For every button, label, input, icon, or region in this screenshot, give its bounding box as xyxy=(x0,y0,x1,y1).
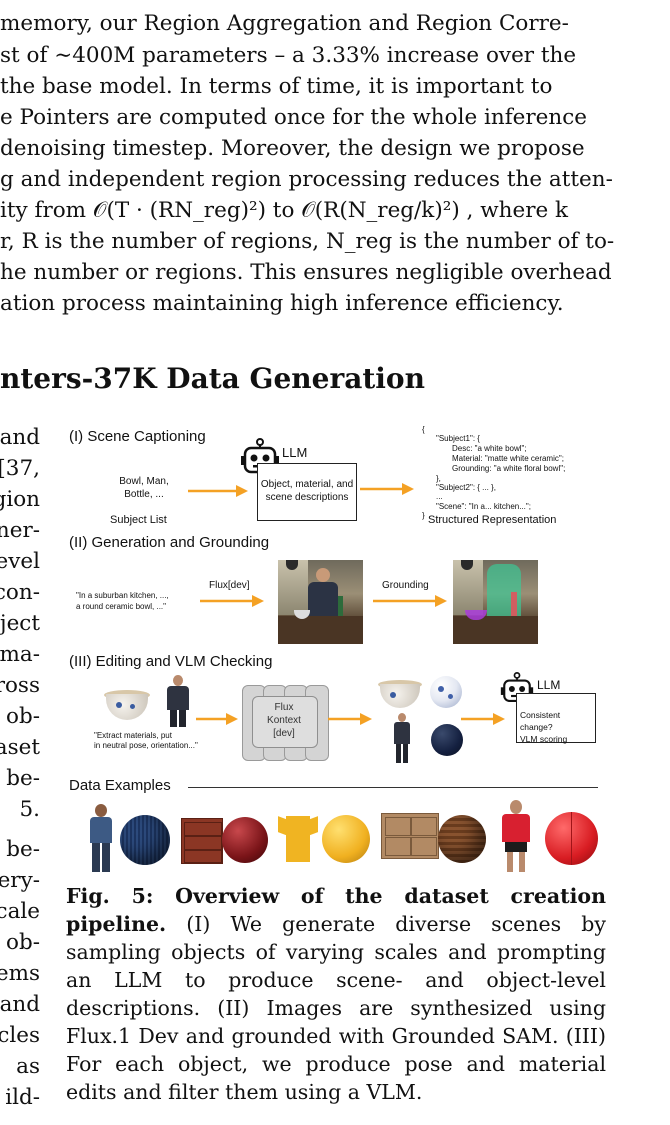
left-fragment: ner- xyxy=(0,518,40,543)
cut-off-line xyxy=(70,1113,610,1123)
generated-kitchen-image xyxy=(278,560,363,644)
caption-label: Fig. 5: Overview of the dataset creation… xyxy=(66,884,606,936)
example-sphere-red xyxy=(545,812,598,865)
flux-kontext-stack: Flux Kontext [dev] xyxy=(242,685,329,761)
stage3-llm-label: LLM xyxy=(537,678,561,692)
left-fragment: ject xyxy=(0,611,40,636)
arrow-icon xyxy=(360,483,414,495)
left-fragment: ob- xyxy=(6,704,40,729)
body-line-10: ation process maintaining high inference… xyxy=(0,291,564,316)
stage1-llm-box: Object, material, and scene descriptions xyxy=(257,463,357,521)
struct-line: }, xyxy=(436,474,441,483)
left-fragment: ems xyxy=(0,961,40,986)
left-fragment: ery- xyxy=(0,868,40,893)
left-fragment: cale xyxy=(0,899,40,924)
example-shirt-image xyxy=(278,816,318,862)
example-footballer-image xyxy=(498,800,534,872)
left-fragment: 5. xyxy=(19,797,40,822)
body-line-4: e Pointers are computed once for the who… xyxy=(0,105,588,130)
arrow-icon xyxy=(200,595,264,607)
example-sphere-wood xyxy=(438,815,486,863)
left-fragment: evel xyxy=(0,549,40,574)
left-fragment: and xyxy=(0,425,40,450)
left-fragment: ross xyxy=(0,673,40,698)
left-fragment: gion xyxy=(0,487,40,512)
kontext-label: Flux Kontext [dev] xyxy=(267,702,301,739)
body-line-8: r, R is the number of regions, N_reg is … xyxy=(0,229,615,254)
example-drawer-image xyxy=(181,818,223,864)
left-fragment: cles xyxy=(0,1023,40,1048)
left-fragment: [37, xyxy=(0,456,40,481)
struct-line: ... xyxy=(436,492,443,501)
left-fragment: be- xyxy=(6,837,40,862)
left-fragment: con- xyxy=(0,580,40,605)
example-man-image xyxy=(88,804,114,872)
stage3-prompt: "Extract materials, put in neutral pose,… xyxy=(94,731,198,750)
navy-sphere-image xyxy=(431,724,463,756)
body-line-3: the base model. In terms of time, it is … xyxy=(0,74,553,99)
stage3-llm-box-text: Consistent change? VLM scoring xyxy=(520,710,568,744)
stage3-llm-box: Consistent change? VLM scoring xyxy=(516,693,596,744)
stage2-title: (II) Generation and Grounding xyxy=(69,534,270,551)
section-heading: nters-37K Data Generation xyxy=(0,362,425,395)
posed-man-image xyxy=(392,713,412,763)
left-fragment: ild- xyxy=(5,1085,40,1110)
examples-label: Data Examples xyxy=(69,777,171,794)
struct-line: { xyxy=(422,425,425,434)
left-fragment: ma- xyxy=(0,642,40,667)
structured-label: Structured Representation xyxy=(428,514,557,526)
struct-line: } xyxy=(422,511,425,520)
example-sphere-yellow xyxy=(322,815,370,863)
subject-list-label: Subject List xyxy=(110,514,167,526)
body-line-9: he number or regions. This ensures negli… xyxy=(0,260,612,285)
left-column-fragments: and [37, gion ner- evel con- ject ma- ro… xyxy=(0,425,40,1125)
body-line-6: g and independent region processing redu… xyxy=(0,167,613,192)
left-fragment: be- xyxy=(6,766,40,791)
struct-line: "Scene": "In a... kitchen..."; xyxy=(436,502,531,511)
body-line-7: ity from 𝒪(T · (RN_reg)²) to 𝒪(R(N_reg/k… xyxy=(0,198,569,223)
man-image xyxy=(163,675,193,727)
struct-line: "Subject1": { xyxy=(436,434,480,443)
stage2-prompt: "In a suburban kitchen, ..., a round cer… xyxy=(76,591,169,611)
structured-representation: { "Subject1": { Desc: "a white bowl"; Ma… xyxy=(422,425,602,520)
example-cabinet-image xyxy=(381,813,439,859)
struct-line: Material: "matte white ceramic"; xyxy=(452,454,564,463)
stage3-title: (III) Editing and VLM Checking xyxy=(69,653,273,670)
example-sphere-maroon xyxy=(222,817,268,863)
examples-divider xyxy=(188,787,598,788)
arrow-icon xyxy=(328,713,372,725)
arrow-icon xyxy=(196,713,238,725)
grounded-kitchen-image xyxy=(453,560,538,644)
struct-line: Grounding: "a white floral bowl"; xyxy=(452,464,566,473)
struct-line: "Subject2": { ... }, xyxy=(436,483,496,492)
body-line-5: denoising timestep. Moreover, the design… xyxy=(0,136,585,161)
body-line-1: memory, our Region Aggregation and Regio… xyxy=(0,11,569,36)
stage1-llm-label: LLM xyxy=(282,445,308,460)
floral-sphere-image xyxy=(430,676,462,708)
left-fragment: ob- xyxy=(6,930,40,955)
bowl-image xyxy=(104,690,150,720)
arrow-icon xyxy=(461,713,505,725)
stage1-llm-box-text: Object, material, and scene descriptions xyxy=(260,479,354,503)
grounding-label: Grounding xyxy=(382,580,429,591)
robot-icon xyxy=(500,672,534,702)
stage1-subjects: Bowl, Man, Bottle, ... xyxy=(119,476,169,500)
left-fragment: aset xyxy=(0,735,40,760)
edited-bowl-image xyxy=(378,680,422,708)
example-sphere-blue xyxy=(120,815,170,865)
caption-text: (I) We generate diverse scenes by sampli… xyxy=(66,912,606,1104)
left-fragment: as xyxy=(16,1054,40,1079)
figure-caption: Fig. 5: Overview of the dataset creation… xyxy=(66,882,606,1106)
left-fragment: and xyxy=(0,992,40,1017)
flux-label: Flux[dev] xyxy=(209,580,250,591)
arrow-icon xyxy=(373,595,447,607)
arrow-icon xyxy=(188,485,248,497)
struct-line: Desc: "a white bowl"; xyxy=(452,444,527,453)
stage1-title: (I) Scene Captioning xyxy=(69,428,206,445)
body-line-2: st of ∼400M parameters – a 3.33% increas… xyxy=(0,43,577,68)
